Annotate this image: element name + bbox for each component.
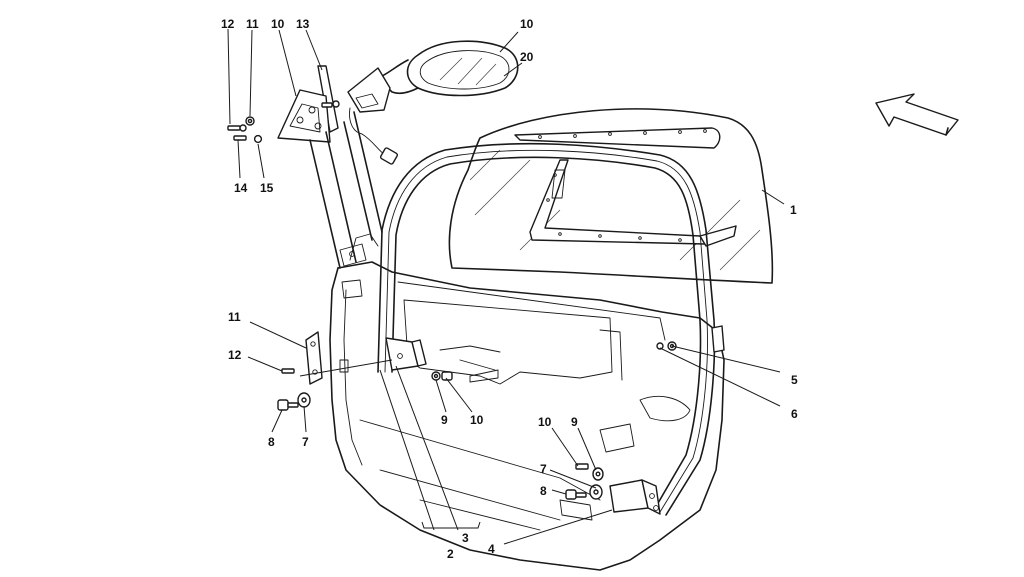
arrow-icon xyxy=(875,93,959,136)
callout-8-right: 8 xyxy=(540,484,547,498)
callout-8-left: 8 xyxy=(268,435,275,449)
callout-18: 14 xyxy=(234,181,248,195)
callout-5: 5 xyxy=(791,373,798,387)
callout-19: 15 xyxy=(260,181,274,195)
callout-7-right: 7 xyxy=(540,462,547,476)
window-frame xyxy=(377,142,716,516)
callout-1: 1 xyxy=(790,203,797,217)
glass-inner-frame xyxy=(529,159,737,247)
callout-12: 12 xyxy=(228,348,242,362)
callout-10-right: 10 xyxy=(538,415,552,429)
callout-10-left: 10 xyxy=(470,413,484,427)
callout-20: 20 xyxy=(520,50,534,64)
callout-2: 2 xyxy=(447,547,454,561)
regulator-bracket xyxy=(385,337,499,383)
callout-16: 12 xyxy=(221,17,235,31)
callout-labels: 12 11 10 13 10 20 14 15 1 11 12 8 7 9 10… xyxy=(221,17,798,561)
callout-14: 10 xyxy=(271,17,285,31)
leader-lines xyxy=(227,28,785,545)
callout-9-left: 9 xyxy=(441,413,448,427)
lower-frame-bracket xyxy=(565,463,661,515)
callout-9-right: 9 xyxy=(571,415,578,429)
callout-4: 4 xyxy=(488,542,495,556)
mirror-mount xyxy=(277,65,339,143)
mounting-plate xyxy=(305,331,323,385)
door-mirror xyxy=(347,40,519,165)
door-glass xyxy=(448,108,774,284)
callout-3: 3 xyxy=(462,531,469,545)
mirror-fasteners xyxy=(227,100,340,144)
callout-13: 10 xyxy=(520,17,534,31)
callout-6: 6 xyxy=(791,407,798,421)
right-hinge-fasteners xyxy=(656,325,725,353)
callout-7-left: 7 xyxy=(302,435,309,449)
mirror-channel xyxy=(309,111,383,269)
door-inner-panel xyxy=(329,233,725,571)
glass-upper-seal xyxy=(514,127,721,149)
callout-15: 11 xyxy=(246,17,259,31)
callout-17: 13 xyxy=(296,17,310,31)
callout-11: 11 xyxy=(228,310,241,324)
